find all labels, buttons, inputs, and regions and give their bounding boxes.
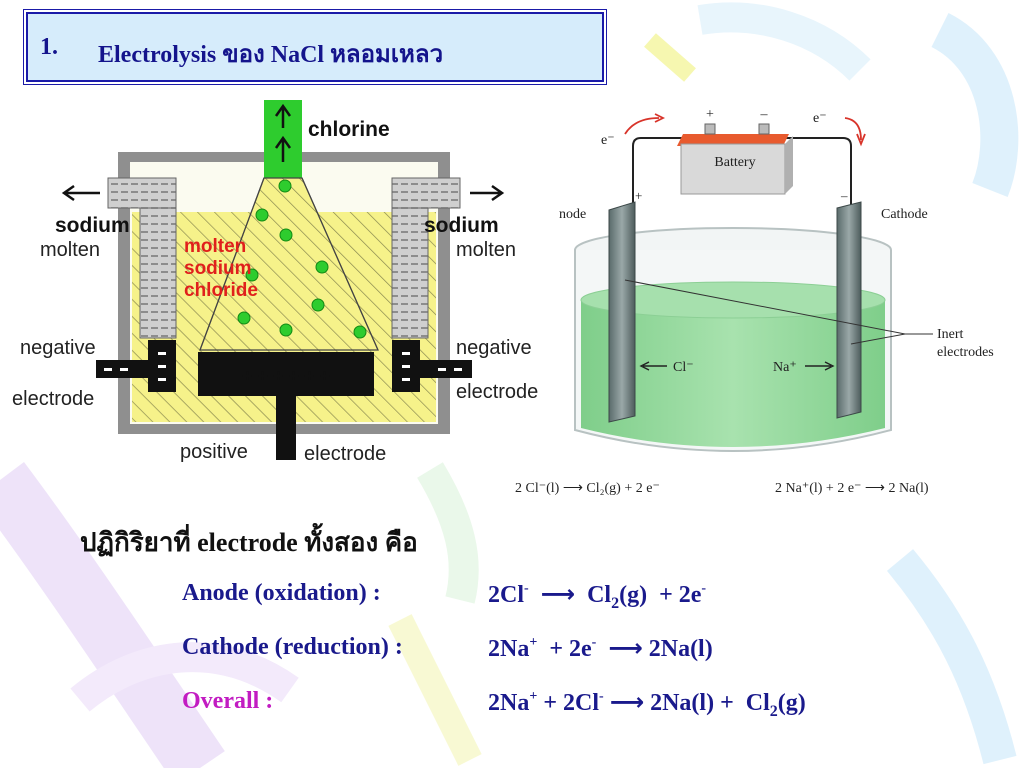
- reactions-heading: ปฏิกิริยาที่ electrode ทั้งสอง คือ: [80, 528, 418, 557]
- cl-ion-arrow-icon: [639, 361, 667, 371]
- plus-signs: + + + + + +: [242, 366, 330, 386]
- anode-reaction-label: Anode (oxidation) :: [182, 580, 381, 606]
- positive-electrode: [198, 352, 374, 396]
- cathode-half-reaction: 2 Na⁺(l) + 2 e⁻ ⟶ 2 Na(l): [775, 481, 929, 496]
- electrolysis-beaker-diagram: Battery + – e⁻ e⁻ + – node Cathode Inert…: [515, 107, 994, 496]
- cathode-minus: –: [840, 188, 848, 203]
- battery-icon: [677, 123, 793, 195]
- sodium-left-arrow-icon: [61, 184, 100, 202]
- cathode-equation: 2Na+ + 2e- ⟶ 2Na(l): [488, 634, 713, 662]
- electron-flow-right-arrow-icon: [844, 117, 862, 141]
- battery-minus: –: [760, 107, 769, 122]
- chlorine-bubbles: [237, 179, 367, 339]
- inert-label-1: Inert: [937, 327, 964, 342]
- title-number: 1.: [40, 34, 58, 60]
- battery-label: Battery: [714, 155, 755, 170]
- anode-equation: 2Cl- ⟶ Cl2(g) + 2e-: [488, 580, 707, 612]
- sodium-right-arrow-icon: [470, 184, 505, 202]
- cathode-label: Cathode: [881, 207, 928, 222]
- center-label-2: sodium: [184, 258, 252, 279]
- cathode-electrode: [836, 201, 862, 419]
- molten-right-label: molten: [456, 239, 516, 261]
- electrode-bottom-label: electrode: [304, 443, 386, 465]
- molten-nacl-solution: [581, 300, 885, 447]
- center-label-1: molten: [184, 236, 246, 257]
- na-ion-arrow-icon: [805, 361, 835, 371]
- electrode-right-label: electrode: [456, 381, 538, 403]
- chlorine-label: chlorine: [308, 118, 390, 141]
- sodium-right-label: sodium: [424, 214, 499, 237]
- anode-label: node: [559, 207, 586, 222]
- overall-equation: 2Na+ + 2Cl- ⟶ 2Na(l) + Cl2(g): [488, 688, 806, 720]
- battery-plus: +: [706, 107, 714, 122]
- downs-cell-diagram: + + + + + + chlorine sodium molten sodiu…: [12, 100, 538, 465]
- negative-right-label: negative: [456, 337, 532, 359]
- anode-electrode: [608, 201, 636, 423]
- positive-label: positive: [180, 441, 248, 463]
- center-label-3: chloride: [184, 280, 258, 301]
- title-text: Electrolysis ของ NaCl หลอมเหลว: [98, 42, 444, 68]
- title-box: 1. Electrolysis ของ NaCl หลอมเหลว: [23, 9, 607, 85]
- overall-reaction-label: Overall :: [182, 688, 274, 714]
- electron-left-label: e⁻: [601, 133, 615, 148]
- anode-half-reaction: 2 Cl⁻(l) ⟶ Cl₂(g) + 2 e⁻: [515, 481, 660, 496]
- chlorine-arrow-icon: [274, 103, 292, 162]
- electron-right-label: e⁻: [813, 111, 827, 126]
- cathode-reaction-label: Cathode (reduction) :: [182, 634, 403, 660]
- sodium-left-label: sodium: [55, 214, 130, 237]
- inert-label-2: electrodes: [937, 345, 994, 360]
- cl-ion-label: Cl⁻: [673, 360, 694, 375]
- anode-plus: +: [635, 188, 642, 203]
- negative-left-label: negative: [20, 337, 96, 359]
- na-ion-label: Na⁺: [773, 360, 797, 375]
- electron-flow-left-arrow-icon: [624, 117, 660, 135]
- molten-left-label: molten: [40, 239, 100, 261]
- electrode-left-label: electrode: [12, 388, 94, 410]
